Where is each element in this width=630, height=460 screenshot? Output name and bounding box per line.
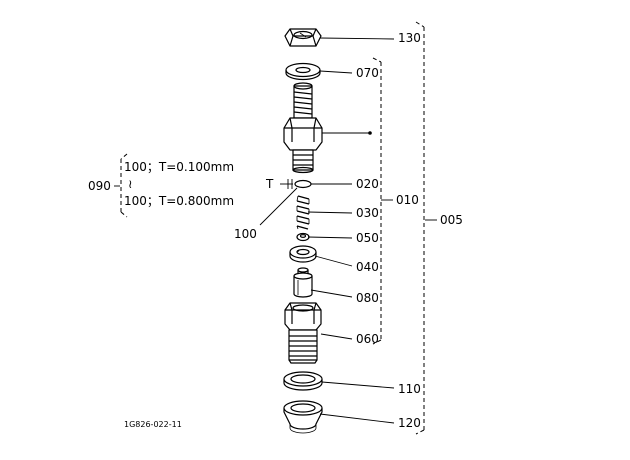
callout-010: 010 [396,193,419,207]
part-070-washer [285,62,321,81]
callout-090: 090 [88,179,111,193]
bracket-010 [372,57,382,345]
callout-060: 060 [356,332,379,346]
part-010-nozzle-holder-body [283,82,372,174]
drawing-code: 1G826-022-11 [124,420,182,429]
callout-005: 005 [440,213,463,227]
callout-020: 020 [356,177,379,191]
part-020-shim [294,179,312,189]
shim-note-min: 100；T=0.100mm [124,160,235,174]
part-110-gasket [283,371,323,391]
callout-100: 100 [234,227,257,241]
callout-050: 050 [356,231,379,245]
callout-120: 120 [398,416,421,430]
part-050-spring-seat [296,232,310,242]
shim-note-range-symbol: ≀ [128,177,133,191]
callout-110: 110 [398,382,421,396]
thickness-marker-label: T [266,177,274,191]
part-060-retaining-nut [284,302,322,364]
shim-thickness-marker [280,179,293,189]
part-040-distance-piece [289,245,317,263]
shim-note-max: 100；T=0.800mm [124,194,235,208]
part-130-cap-nut [284,28,322,47]
callout-030: 030 [356,206,379,220]
bracket-090 [120,153,128,218]
part-120-heat-seal [283,400,323,434]
leader-lines [114,37,437,424]
callout-070: 070 [356,66,379,80]
bracket-005 [415,21,425,435]
callout-040: 040 [356,260,379,274]
callout-080: 080 [356,291,379,305]
part-030-spring [296,195,310,230]
part-080-nozzle-piece [293,267,313,298]
callout-130: 130 [398,31,421,45]
